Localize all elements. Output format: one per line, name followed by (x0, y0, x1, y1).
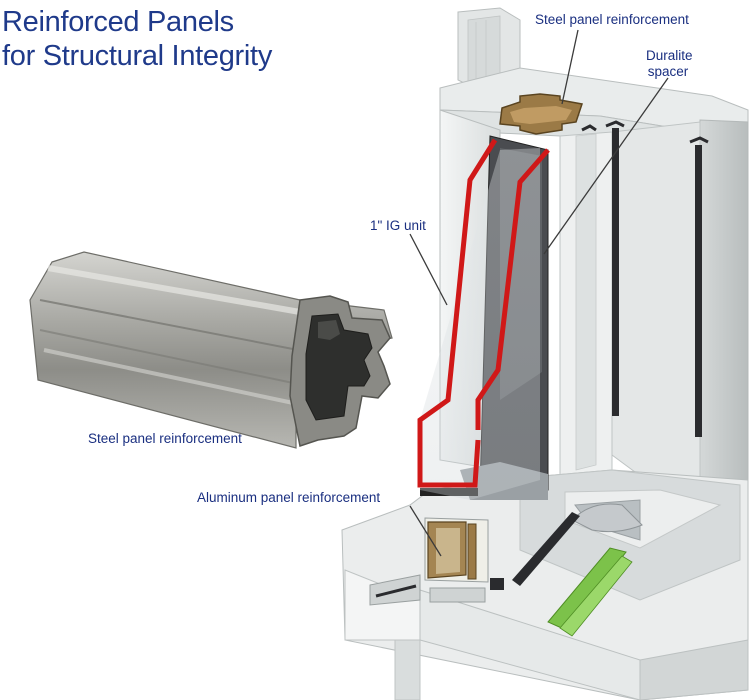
callout-steel-panel-left: Steel panel reinforcement (88, 431, 242, 446)
callout-steel-panel-top: Steel panel reinforcement (535, 12, 689, 27)
callout-aluminum-panel: Aluminum panel reinforcement (197, 490, 381, 505)
title-line-2: for Structural Integrity (2, 40, 273, 72)
callout-duralite-line1: Duralite (646, 48, 693, 63)
ig-unit-glass (417, 138, 550, 488)
window-frame (341, 7, 749, 700)
callout-duralite-spacer: Duralite spacer (646, 48, 693, 80)
leader-ig-unit (409, 233, 448, 306)
callout-ig-unit: 1" IG unit (370, 218, 426, 233)
leader-lines (409, 29, 669, 557)
leader-duralite (543, 77, 669, 255)
title-line-1: Reinforced Panels (2, 6, 234, 38)
leader-aluminum (409, 505, 442, 557)
steel-reinforcement-profile (29, 251, 393, 449)
leader-steel-top (561, 29, 579, 105)
callout-duralite-line2: spacer (647, 64, 689, 79)
